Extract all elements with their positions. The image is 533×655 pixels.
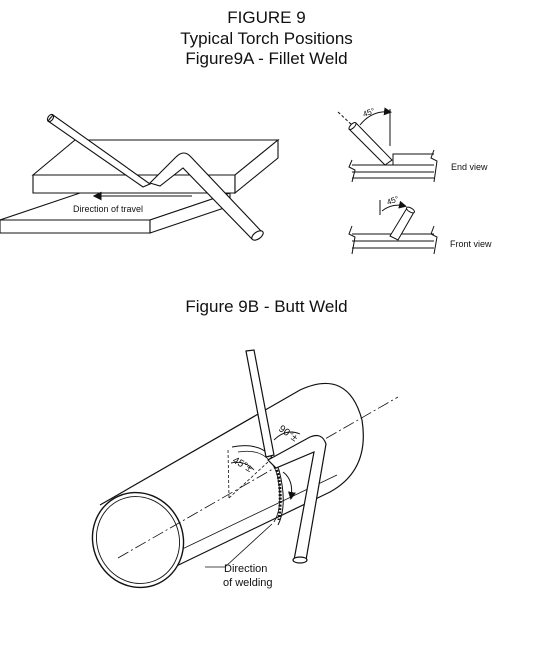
front-view-label: Front view [450,239,492,249]
filler-rod [46,113,152,188]
direction-of-welding-line2: of welding [223,577,273,589]
end-view-label: End view [451,162,488,172]
torch [148,152,264,241]
figure-subtitle: Typical Torch Positions [180,29,353,48]
butt-filler-rod [245,349,275,458]
fillet-weld-isometric [0,113,280,241]
butt-weld-pipe [91,382,399,589]
figure-title: FIGURE 9 [227,8,306,27]
front-view [348,200,438,255]
end-view [337,107,438,183]
figure-9a-title: Figure9A - Fillet Weld [185,49,348,68]
pipe-end-opening [91,491,185,589]
figure-9b-title: Figure 9B - Butt Weld [185,297,348,316]
direction-of-welding-line1: Direction [224,563,267,575]
pipe-centerline [117,396,399,559]
weld-seam [231,445,284,526]
butt-torch [267,434,327,564]
direction-of-travel-label: Direction of travel [73,204,143,214]
end-view-angle-label: 45° [362,106,376,119]
front-view-angle-label: 45° [386,194,400,207]
